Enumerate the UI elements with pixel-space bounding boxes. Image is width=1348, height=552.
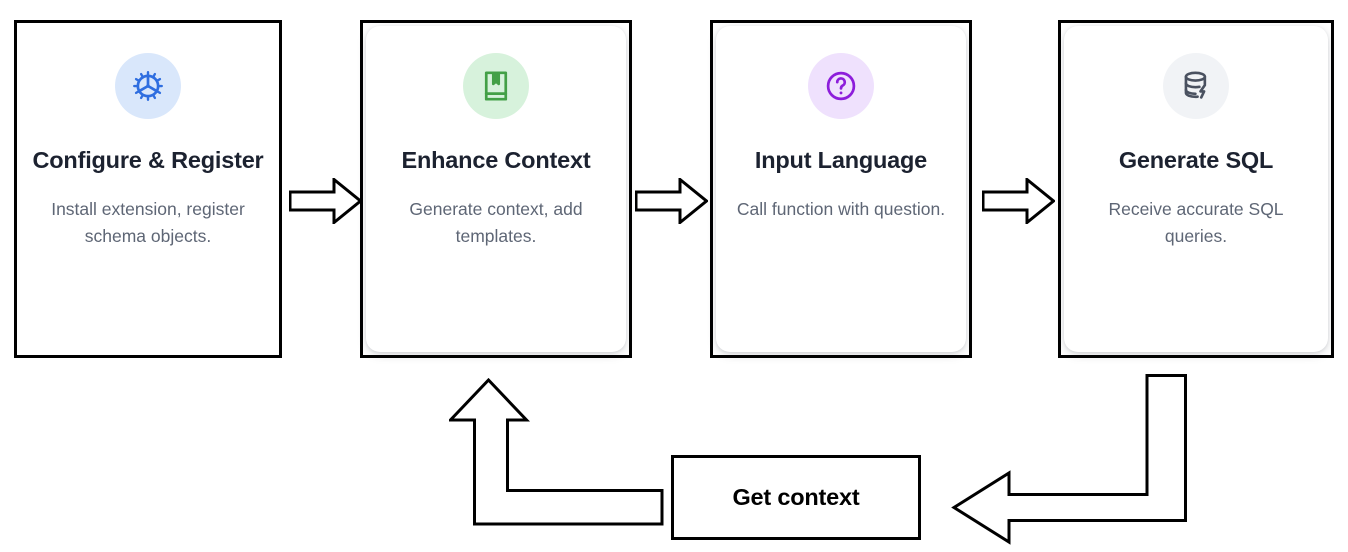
get-context-box[interactable]: Get context [671,455,921,540]
step-card-title: Enhance Context [401,147,591,173]
step-card-body: Input Language Call function with questi… [716,26,966,352]
step-card-title: Configure & Register [32,147,264,173]
step-card-body: Configure & Register Install extension, … [20,26,276,352]
get-context-label: Get context [732,484,860,510]
arrow-get-context-to-step2 [449,376,664,538]
arrow-step2-to-step3 [635,178,708,224]
step-card-generate-sql[interactable]: Generate SQL Receive accurate SQL querie… [1058,20,1334,358]
step-card-title: Input Language [754,147,928,173]
step-card-body: Enhance Context Generate context, add te… [366,26,626,352]
step-card-description: Call function with question. [736,199,946,220]
step-card-configure-register[interactable]: Configure & Register Install extension, … [14,20,282,358]
gear-icon [115,53,181,119]
question-circle-icon [808,53,874,119]
step-card-description: Install extension, register schema objec… [51,199,245,246]
step-card-input-language[interactable]: Input Language Call function with questi… [710,20,972,358]
book-bookmark-icon [463,53,529,119]
step-card-description: Generate context, add templates. [409,199,583,246]
arrow-step4-to-get-context [940,374,1200,552]
step-card-enhance-context[interactable]: Enhance Context Generate context, add te… [360,20,632,358]
arrow-step3-to-step4 [982,178,1055,224]
arrow-step1-to-step2 [289,178,362,224]
step-card-body: Generate SQL Receive accurate SQL querie… [1064,26,1328,352]
step-card-title: Generate SQL [1118,147,1274,173]
step-card-description: Receive accurate SQL queries. [1108,199,1284,246]
database-lightning-icon [1163,53,1229,119]
